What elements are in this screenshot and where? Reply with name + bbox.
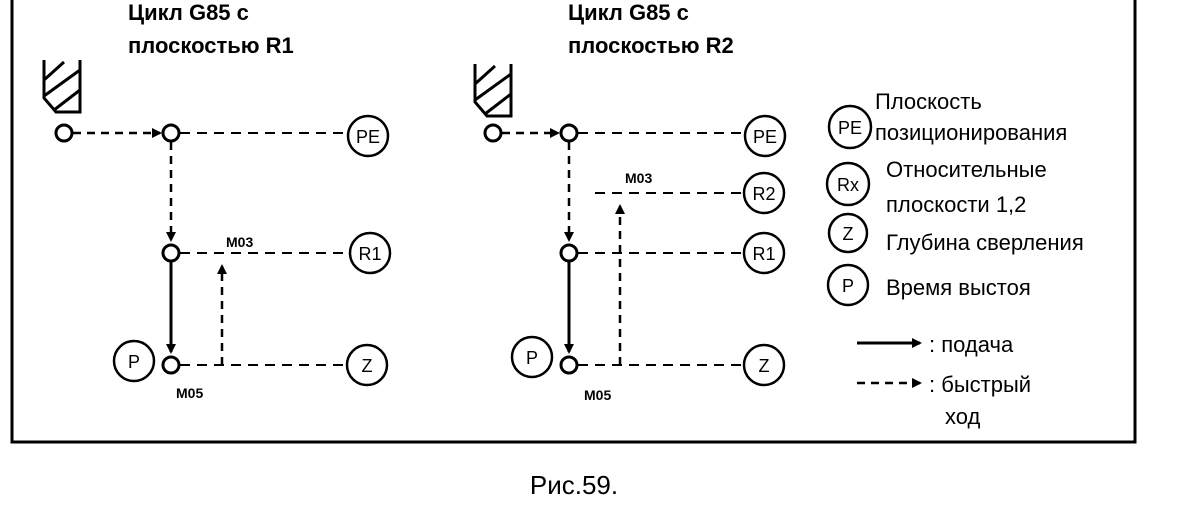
- legend-feed-text: : подача: [929, 332, 1014, 357]
- left-title-line1: Цикл G85 с: [128, 0, 249, 25]
- r1-label: R1: [358, 244, 381, 264]
- pe-point: [161, 123, 181, 143]
- right-title-line2: плоскостью R2: [568, 33, 734, 58]
- r2-label: R2: [752, 184, 775, 204]
- right-diagram: Цикл G85 с плоскостью R2 PE R2 M03 R1: [473, 0, 787, 403]
- pe-label: PE: [753, 127, 777, 147]
- legend-pe-line2: позиционирования: [875, 120, 1067, 145]
- legend-p-text: Время выстоя: [886, 275, 1031, 300]
- legend: PE Плоскость позиционирования Rx Относит…: [825, 89, 1084, 429]
- p-label: P: [526, 348, 538, 368]
- dwell-symbol: [112, 339, 156, 383]
- z-plane-symbol: [345, 343, 389, 387]
- m05-label: M05: [176, 385, 203, 401]
- legend-pe-symbol-label: PE: [838, 118, 862, 138]
- r1-plane-symbol: [348, 231, 392, 275]
- legend-rx-line2: плоскости 1,2: [886, 192, 1026, 217]
- r1-label: R1: [752, 244, 775, 264]
- figure-frame: [10, 0, 1137, 444]
- legend-z-symbol: [827, 212, 869, 254]
- legend-pe-symbol: [827, 104, 873, 150]
- drill-icon: [42, 60, 82, 114]
- left-title-line2: плоскостью R1: [128, 33, 294, 58]
- m03-label: M03: [226, 234, 253, 250]
- legend-p-symbol: [826, 263, 870, 307]
- legend-rapid-line2: ход: [945, 404, 981, 429]
- dwell-symbol: [510, 335, 554, 379]
- legend-rx-symbol: [825, 161, 871, 207]
- start-point: [483, 123, 503, 143]
- m03-label: M03: [625, 170, 652, 186]
- r1-plane-symbol: [742, 231, 786, 275]
- legend-rx-line1: Относительные: [886, 157, 1047, 182]
- start-point: [54, 123, 74, 143]
- legend-z-text: Глубина сверления: [886, 230, 1084, 255]
- z-plane-symbol: [742, 343, 786, 387]
- p-label: P: [128, 352, 140, 372]
- right-title-line1: Цикл G85 с: [568, 0, 689, 25]
- r1-point: [161, 243, 181, 263]
- z-label: Z: [759, 356, 770, 376]
- legend-rapid-line1: : быстрый: [929, 372, 1031, 397]
- drill-icon: [473, 64, 513, 118]
- legend-z-symbol-label: Z: [843, 224, 854, 244]
- z-label: Z: [362, 356, 373, 376]
- pe-plane-symbol: [346, 114, 390, 158]
- legend-pe-line1: Плоскость: [875, 89, 982, 114]
- z-point: [161, 355, 181, 375]
- pe-point: [559, 123, 579, 143]
- pe-label: PE: [356, 127, 380, 147]
- left-diagram: Цикл G85 с плоскостью R1 PE R1 Z P: [42, 0, 392, 401]
- legend-rx-symbol-label: Rx: [837, 175, 859, 195]
- pe-plane-symbol: [743, 114, 787, 158]
- r1-point: [559, 243, 579, 263]
- r2-plane-symbol: [742, 171, 786, 215]
- figure-caption: Рис.59.: [530, 470, 618, 500]
- z-point: [559, 355, 579, 375]
- legend-p-symbol-label: P: [842, 276, 854, 296]
- m05-label: M05: [584, 387, 611, 403]
